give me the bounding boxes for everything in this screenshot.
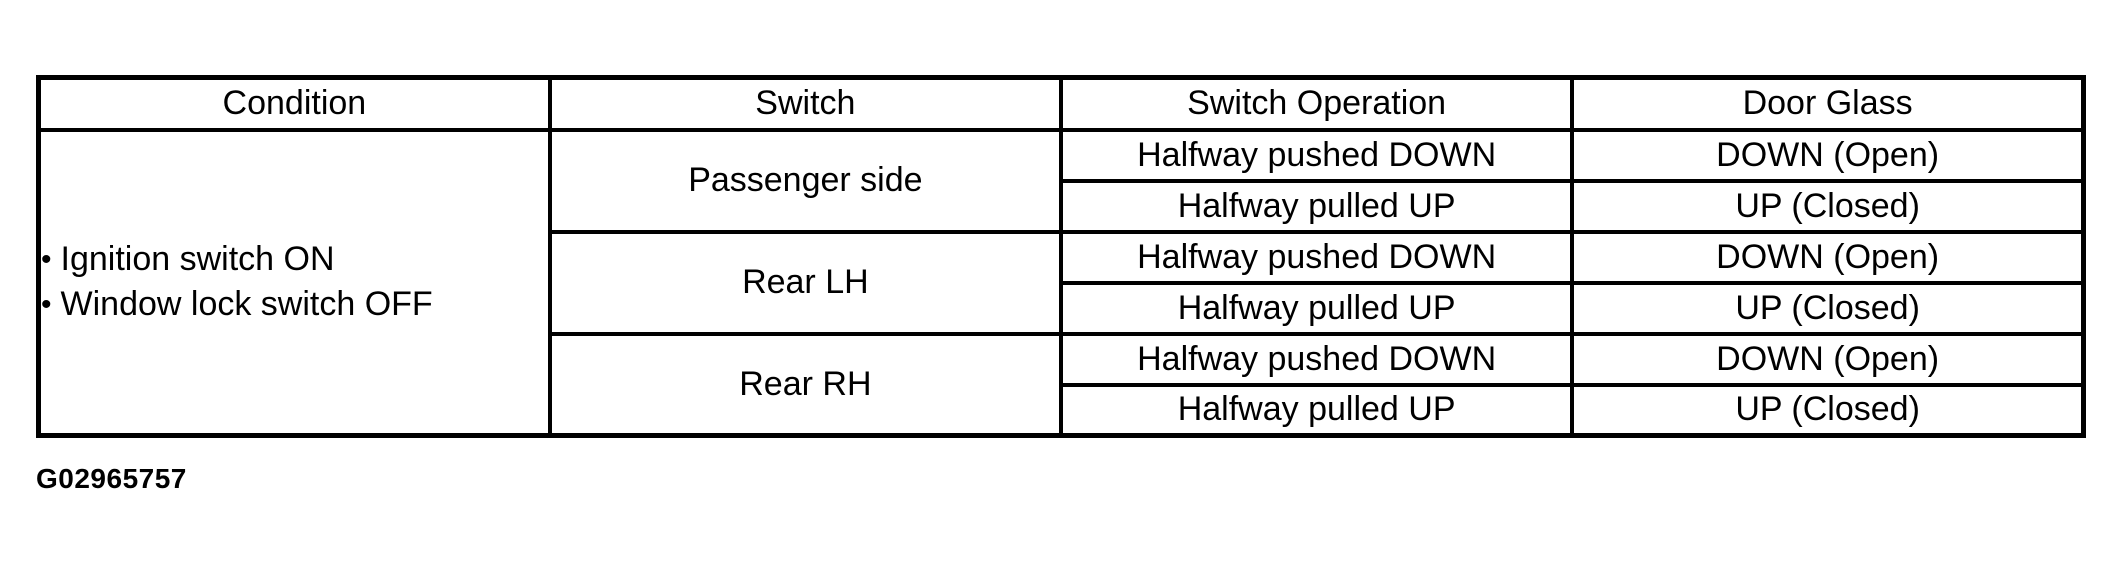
bullet-icon: •	[41, 243, 52, 277]
power-window-spec-table: Condition Switch Switch Operation Door G…	[36, 75, 2086, 438]
col-header-switch-operation: Switch Operation	[1058, 75, 1575, 132]
switch-operation-cell: Halfway pulled UP	[1058, 280, 1575, 336]
condition-item-text: Ignition switch ON	[60, 240, 335, 279]
table-row: Halfway pulled UP UP (Closed)	[39, 280, 2086, 336]
switch-cell-passenger-side: Passenger side	[547, 127, 1064, 234]
table-row: Rear RH Halfway pushed DOWN DOWN (Open)	[39, 331, 2086, 438]
door-glass-cell: UP (Closed)	[1570, 280, 2086, 336]
switch-operation-cell: Halfway pulled UP	[1058, 178, 1575, 234]
door-glass-cell: DOWN (Open)	[1570, 331, 2086, 387]
condition-item-text: Window lock switch OFF	[60, 285, 433, 324]
door-glass-cell: UP (Closed)	[1570, 382, 2086, 438]
door-glass-cell: DOWN (Open)	[1570, 229, 2086, 285]
col-header-door-glass: Door Glass	[1570, 75, 2086, 132]
switch-operation-cell: Halfway pushed DOWN	[1058, 127, 1575, 183]
bullet-icon: •	[41, 288, 52, 322]
condition-item: • Window lock switch OFF	[41, 282, 548, 327]
table-row: • Ignition switch ON • Window lock switc…	[36, 127, 2086, 438]
header-row: Condition Switch Switch Operation Door G…	[36, 75, 2086, 132]
switch-cell-rear-rh: Rear RH	[547, 331, 1064, 438]
door-glass-cell: DOWN (Open)	[1570, 127, 2086, 183]
switch-cell-rear-lh: Rear LH	[547, 229, 1064, 336]
table-row: Rear LH Halfway pushed DOWN DOWN (Open)	[39, 229, 2086, 336]
figure-id-caption: G02965757	[36, 463, 187, 494]
switch-operation-cell: Halfway pulled UP	[1058, 382, 1575, 438]
switch-operation-cell: Halfway pushed DOWN	[1058, 229, 1575, 285]
switch-operation-cell: Halfway pushed DOWN	[1058, 331, 1575, 387]
table-row: Halfway pulled UP UP (Closed)	[39, 382, 2086, 438]
col-header-switch: Switch	[547, 75, 1064, 132]
condition-item: • Ignition switch ON	[41, 237, 548, 282]
condition-cell: • Ignition switch ON • Window lock switc…	[36, 127, 552, 438]
col-header-condition: Condition	[36, 75, 552, 132]
table-row: Halfway pulled UP UP (Closed)	[39, 178, 2086, 234]
door-glass-cell: UP (Closed)	[1570, 178, 2086, 234]
